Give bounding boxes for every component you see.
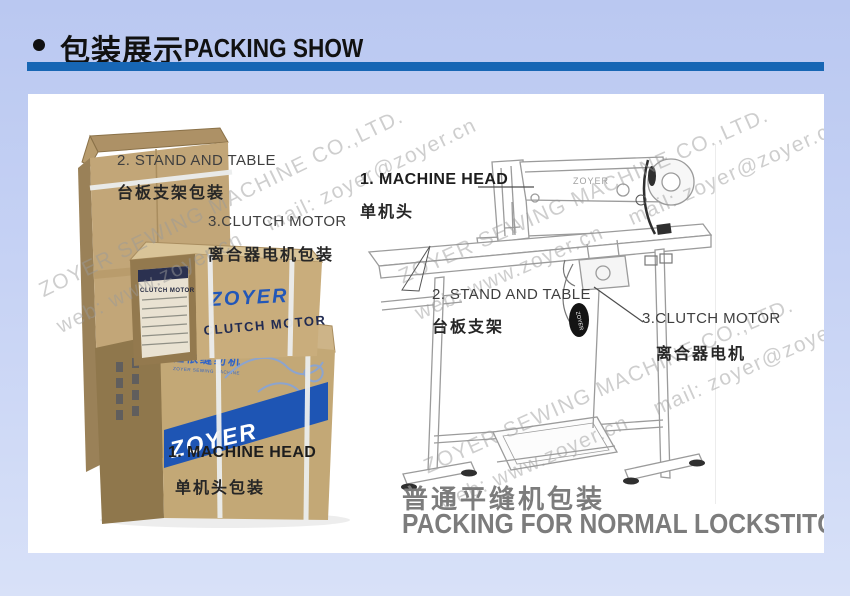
caption-en: PACKING FOR NORMAL LOCKSTITCH: [402, 508, 824, 539]
badge-brand: ZOYER: [574, 311, 584, 331]
box-brand-sub: ZOYER SEWING MACHINE: [173, 366, 240, 376]
header-underline: [27, 62, 824, 71]
zoyer-badge: [569, 303, 589, 337]
machine-arm-brand: ZOYER: [573, 176, 609, 186]
packing-boxes-photo: 佐依缝纫机 ZOYER SEWING MACHINE ZOYER CLUTCH …: [78, 127, 350, 528]
box-brand-clutch: ZOYER: [208, 285, 289, 311]
photo-label-clutch-motor-cn: 离合器电机包装: [208, 247, 335, 264]
photo-label-machine-head-cn: 单机头包装: [175, 480, 266, 497]
box-clutch-label-small: CLUTCH MOTOR: [140, 288, 195, 294]
diagram-image-edge: [715, 144, 716, 504]
sewing-machine-diagram: ZOYER ZOYER: [367, 156, 713, 491]
diagram-label-clutch-motor-en: 3.CLUTCH MOTOR: [642, 310, 781, 327]
photo-label-clutch-motor-en: 3.CLUTCH MOTOR: [208, 213, 347, 230]
diagram-label-stand-table-en: 2. STAND AND TABLE: [432, 286, 591, 303]
photo-label-stand-table-en: 2. STAND AND TABLE: [117, 152, 276, 169]
page-title-en: PACKING SHOW: [184, 33, 364, 63]
diagram-label-stand-table-cn: 台板支架: [432, 319, 505, 336]
bullet-icon: [33, 39, 45, 51]
content-card: 佐依缝纫机 ZOYER SEWING MACHINE ZOYER CLUTCH …: [28, 94, 824, 553]
diagram-label-machine-head-cn: 单机头: [360, 204, 415, 221]
photo-label-machine-head-en: 1. MACHINE HEAD: [168, 444, 317, 461]
diagram-label-clutch-motor-cn: 离合器电机: [656, 346, 747, 363]
diagram-label-machine-head-en: 1. MACHINE HEAD: [360, 171, 509, 188]
caption-cn: 普通平缝机包装: [402, 484, 606, 514]
photo-label-stand-table-cn: 台板支架包装: [117, 185, 226, 202]
clutch-motor-box: CLUTCH MOTOR ZOYER CLUTCH MOTOR: [128, 241, 327, 366]
